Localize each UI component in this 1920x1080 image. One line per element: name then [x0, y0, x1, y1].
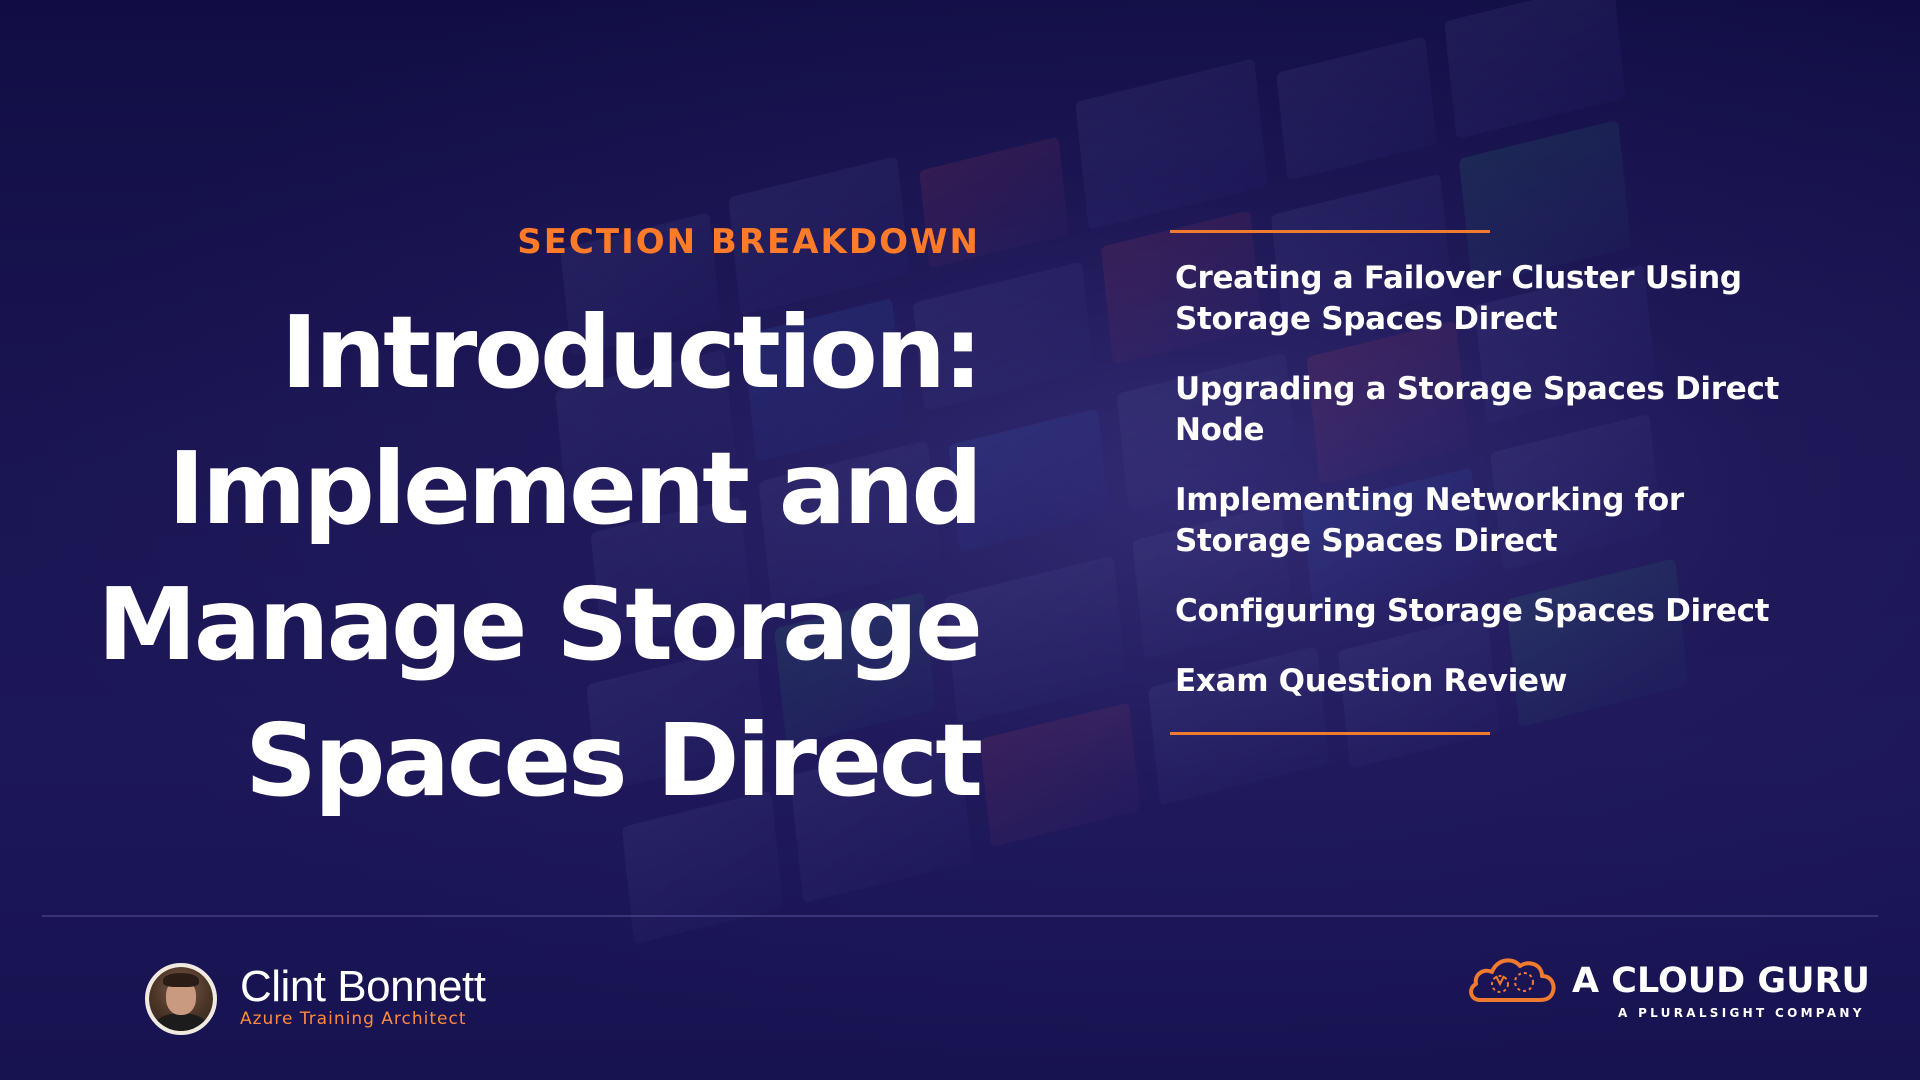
title-line: Implement and — [167, 430, 983, 547]
topic-item: Implementing Networking for Storage Spac… — [1175, 482, 1684, 559]
presenter-name: Clint Bonnett — [240, 962, 486, 1011]
topic-item: Creating a Failover Cluster Using Storag… — [1175, 260, 1742, 337]
section-label: SECTION BREAKDOWN — [517, 222, 980, 262]
cloud-logo-icon — [1469, 958, 1556, 1002]
footer-divider — [42, 915, 1878, 917]
title-line: Manage Storage — [97, 566, 983, 683]
brand-tagline: A PLURALSIGHT COMPANY — [1618, 1006, 1865, 1020]
topic-list: Creating a Failover Cluster Using Storag… — [1175, 258, 1815, 731]
topics-top-rule — [1170, 230, 1490, 233]
topics-bottom-rule — [1170, 732, 1490, 735]
topic-item: Upgrading a Storage Spaces Direct Node — [1175, 371, 1780, 448]
title-line: Introduction: — [280, 294, 983, 411]
avatar — [145, 963, 217, 1035]
topic-item: Configuring Storage Spaces Direct — [1175, 593, 1770, 629]
slide-title: Introduction: Implement and Manage Stora… — [60, 285, 983, 829]
brand-name: A CLOUD GURU — [1572, 961, 1870, 1001]
topic-item: Exam Question Review — [1175, 663, 1568, 699]
presenter-role: Azure Training Architect — [240, 1009, 467, 1029]
title-line: Spaces Direct — [244, 702, 983, 819]
